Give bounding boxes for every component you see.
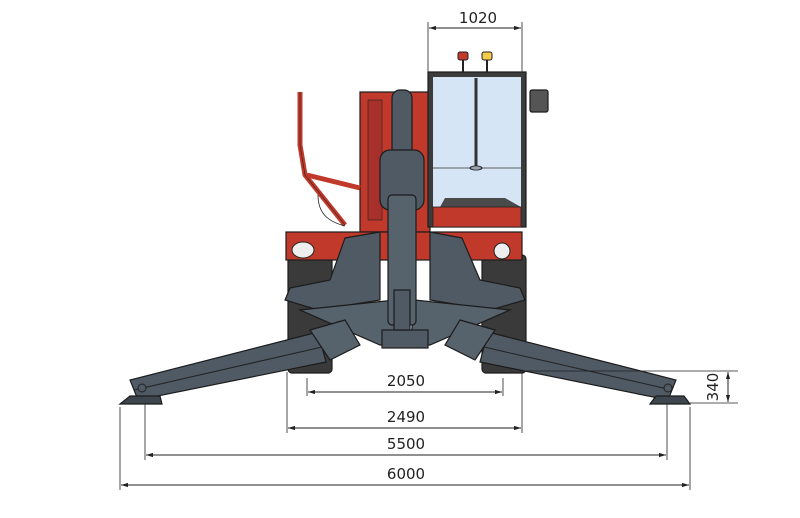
- cab-width-label: 1020: [459, 9, 497, 27]
- right-light: [493, 242, 511, 260]
- mirror: [529, 89, 549, 113]
- left-outrigger: [118, 331, 327, 405]
- right-outrigger: [479, 331, 692, 405]
- dimension-ground-clearance: 340: [520, 370, 738, 404]
- left-light: [291, 241, 315, 259]
- front-frame: [284, 231, 526, 361]
- dimension-overall: 6000: [119, 407, 691, 490]
- dimension-track-inner: 2050: [306, 372, 504, 396]
- ground-clearance-label: 340: [704, 373, 722, 402]
- machine-width-label: 2490: [387, 408, 425, 426]
- dimension-machine-width: 2490: [286, 372, 523, 433]
- pad-centers-label: 5500: [387, 435, 425, 453]
- beacon-amber: [481, 51, 493, 61]
- track-inner-label: 2050: [387, 372, 425, 390]
- left-pad: [118, 395, 163, 405]
- right-pad: [648, 395, 692, 405]
- overall-width-label: 6000: [387, 465, 425, 483]
- dimension-cab-width: 1020: [427, 9, 523, 72]
- handrail: [297, 92, 361, 227]
- boom: [379, 89, 425, 331]
- operator-cab: [427, 51, 549, 228]
- dimension-pad-centers: 5500: [144, 404, 668, 460]
- beacon-red: [457, 51, 469, 61]
